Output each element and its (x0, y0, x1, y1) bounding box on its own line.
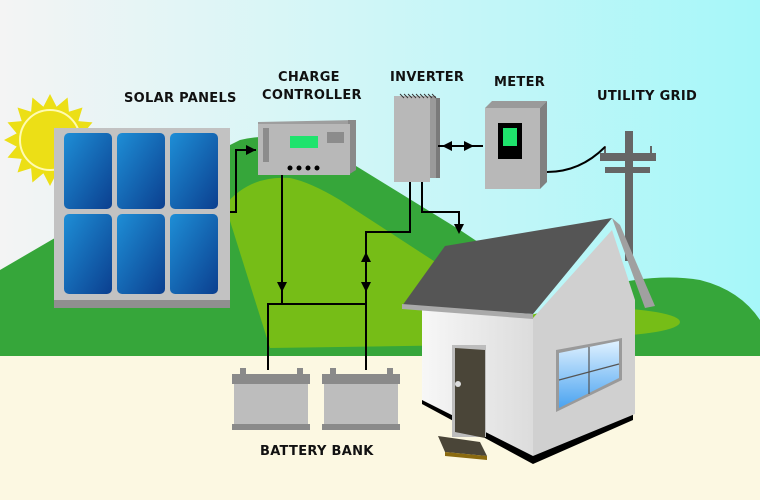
label-utility-grid: UTILITY GRID (597, 89, 697, 104)
label-battery-bank: BATTERY BANK (260, 444, 374, 459)
arrow-down-icon (361, 282, 371, 292)
arrow-right-icon (464, 141, 474, 151)
label-meter: METER (494, 75, 545, 90)
utility-pole-icon (600, 131, 656, 261)
label-charge-controller-line1: CHARGE (278, 70, 340, 85)
arrow-down-icon (454, 224, 464, 234)
arrow-right-icon (246, 145, 256, 155)
inverter-icon (394, 93, 440, 182)
wire-inverter-to-house (421, 182, 460, 226)
meter-icon (485, 101, 547, 189)
house-icon (402, 218, 655, 464)
label-inverter: INVERTER (390, 70, 464, 85)
wire-battery-bus (267, 303, 367, 370)
solar-panel-icon (54, 128, 230, 308)
wire-inverter-to-battery (365, 182, 411, 304)
charge-controller-icon (258, 120, 356, 175)
arrow-up-icon (361, 252, 371, 262)
battery-icon (232, 368, 310, 430)
battery-icon (322, 368, 400, 430)
label-solar-panels: SOLAR PANELS (124, 91, 237, 106)
arrows (246, 141, 474, 292)
arrow-down-icon (277, 282, 287, 292)
label-charge-controller-line2: CONTROLLER (262, 88, 362, 103)
arrow-left-icon (442, 141, 452, 151)
grid-wire (546, 146, 606, 173)
